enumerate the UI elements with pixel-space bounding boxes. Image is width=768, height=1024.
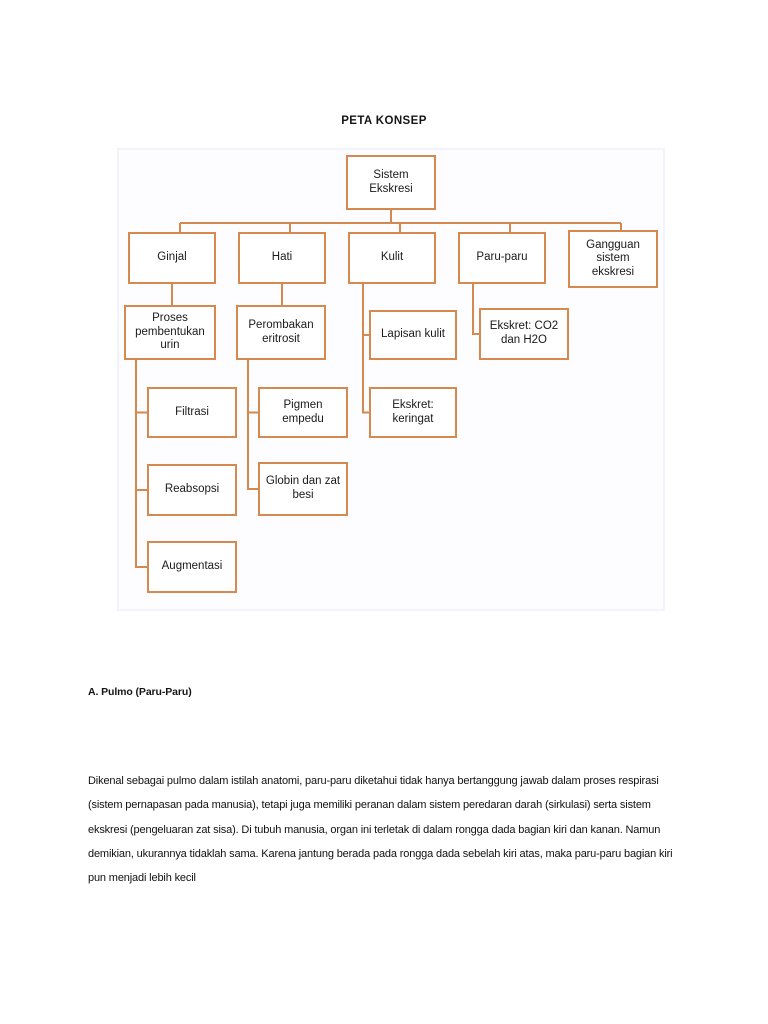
concept-node-kulit: Kulit bbox=[348, 232, 436, 284]
concept-node-label: Sistem Ekskresi bbox=[369, 168, 413, 195]
concept-node-sistem-ekskresi: Sistem Ekskresi bbox=[346, 155, 436, 210]
concept-node-label: Ekskret: CO2 dan H2O bbox=[489, 320, 559, 346]
concept-node-ginjal: Ginjal bbox=[128, 232, 216, 284]
concept-node-label: Ekskret: keringat bbox=[392, 398, 434, 425]
concept-node-label: Ginjal bbox=[157, 251, 187, 264]
section-heading: A. Pulmo (Paru-Paru) bbox=[88, 686, 192, 698]
concept-node-label: Lapisan kulit bbox=[381, 328, 445, 341]
concept-node-label: Proses pembentukan urin bbox=[135, 312, 205, 352]
concept-node-label: Kulit bbox=[380, 251, 404, 264]
concept-node-filtrasi: Filtrasi bbox=[147, 387, 237, 438]
concept-node-label: Augmentasi bbox=[161, 560, 223, 573]
concept-node-hati: Hati bbox=[238, 232, 326, 284]
concept-node-globin-zat-besi: Globin dan zat besi bbox=[258, 462, 348, 516]
concept-node-augmentasi: Augmentasi bbox=[147, 541, 237, 593]
concept-map-frame bbox=[117, 148, 665, 611]
concept-node-paru-paru: Paru-paru bbox=[458, 232, 546, 284]
concept-node-proses-urin: Proses pembentukan urin bbox=[124, 305, 216, 360]
concept-node-label: Globin dan zat besi bbox=[265, 475, 341, 501]
concept-node-label: Pigmen empedu bbox=[282, 398, 324, 425]
concept-node-label: Reabsopsi bbox=[164, 483, 220, 496]
concept-node-label: Gangguan sistem ekskresi bbox=[586, 238, 640, 278]
concept-node-ekskret-co2: Ekskret: CO2 dan H2O bbox=[479, 308, 569, 360]
concept-node-perombakan: Perombakan eritrosit bbox=[236, 305, 326, 360]
concept-node-label: Paru-paru bbox=[476, 251, 528, 264]
concept-node-label: Filtrasi bbox=[175, 405, 209, 418]
concept-node-label: Hati bbox=[271, 251, 293, 264]
concept-node-gangguan: Gangguan sistem ekskresi bbox=[568, 230, 658, 288]
concept-node-label: Perombakan eritrosit bbox=[248, 318, 314, 345]
body-paragraph: Dikenal sebagai pulmo dalam istilah anat… bbox=[88, 775, 673, 885]
concept-node-pigmen-empedu: Pigmen empedu bbox=[258, 387, 348, 438]
concept-node-reabsopsi: Reabsopsi bbox=[147, 464, 237, 516]
concept-node-ekskret-keringat: Ekskret: keringat bbox=[369, 387, 457, 438]
concept-node-lapisan-kulit: Lapisan kulit bbox=[369, 310, 457, 360]
page-title: PETA KONSEP bbox=[341, 115, 427, 127]
